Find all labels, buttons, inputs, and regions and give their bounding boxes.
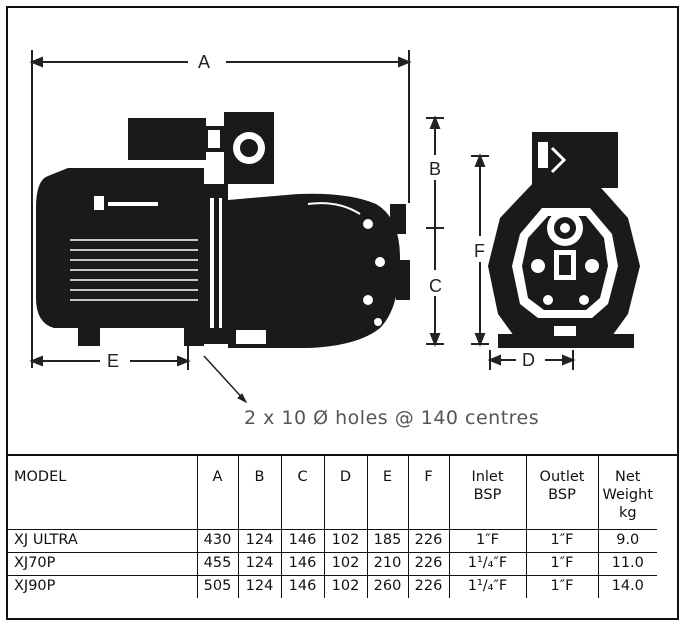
dimension-b-c: [426, 115, 444, 347]
header-e: E: [367, 456, 409, 530]
header-text: D: [339, 469, 352, 485]
cell-a: 505: [197, 575, 239, 598]
cell-d: 102: [324, 529, 368, 553]
cell-d: 102: [324, 552, 368, 576]
cell-model: XJ90P: [8, 575, 198, 598]
cell-inlet: 1″F: [449, 529, 527, 553]
header-text: BSP: [548, 487, 576, 503]
pump-side-view: [36, 112, 410, 348]
cell-a: 430: [197, 529, 239, 553]
cell-f: 226: [408, 529, 450, 553]
cell-c: 146: [281, 552, 325, 576]
cell-c: 146: [281, 575, 325, 598]
label-d: D: [522, 350, 535, 370]
dimension-d: [487, 350, 576, 370]
cell-f: 226: [408, 575, 450, 598]
cell-d: 102: [324, 575, 368, 598]
header-text: Weight: [602, 487, 654, 503]
mounting-holes-caption: 2 x 10 Ø holes @ 140 centres: [244, 407, 540, 429]
dimension-e: [29, 338, 248, 404]
cell-e: 210: [367, 552, 409, 576]
cell-f: 226: [408, 552, 450, 576]
cell-weight: 14.0: [611, 577, 644, 594]
header-text: MODEL: [14, 469, 67, 485]
header-b: B: [238, 456, 282, 530]
label-b: B: [429, 159, 441, 179]
header-text: E: [382, 469, 393, 485]
table-row: XJ ULTRA 430 124 146 102 185 226 1″F 1″F…: [8, 529, 657, 553]
cell-inlet: 1¹/₄″F: [449, 575, 527, 598]
cell-b: 124: [238, 529, 282, 553]
cell-model: XJ70P: [8, 552, 198, 576]
header-text: F: [424, 469, 433, 485]
cell-a: 455: [197, 552, 239, 576]
table-row: XJ70P 455 124 146 102 210 226 1¹/₄″F 1″F…: [8, 552, 657, 576]
header-text: B: [254, 469, 265, 485]
pump-dimension-drawing: A E B: [8, 8, 677, 456]
header-text: kg: [618, 505, 637, 521]
cell-model: XJ ULTRA: [8, 529, 198, 553]
header-a: A: [197, 456, 239, 530]
label-c: C: [429, 276, 442, 296]
header-text: BSP: [473, 487, 502, 503]
label-a: A: [198, 52, 210, 72]
cell-inlet: 1¹/₄″F: [449, 552, 527, 576]
cell-weight: 11.0: [598, 552, 657, 576]
pump-front-view: [488, 132, 640, 348]
cell-b: 124: [238, 552, 282, 576]
header-text: Outlet: [539, 469, 585, 485]
cell-outlet: 1″F: [526, 529, 599, 553]
dimension-f: [471, 153, 489, 347]
header-text: Inlet: [471, 469, 504, 485]
header-d: D: [324, 456, 368, 530]
cell-c: 146: [281, 529, 325, 553]
header-c: C: [281, 456, 325, 530]
header-text: Net: [615, 469, 641, 485]
label-f: F: [474, 241, 485, 261]
cell-e: 185: [367, 529, 409, 553]
table-row: XJ90P 505 124 146 102 260 226 1¹/₄″F 1″F…: [8, 575, 657, 598]
spec-sheet: A E B: [6, 6, 679, 620]
pump-drawing-svg: A E B: [29, 50, 640, 404]
header-f: F: [408, 456, 450, 530]
cell-weight: 9.0: [598, 529, 657, 553]
dimension-a: [29, 50, 412, 368]
cell-b: 124: [238, 575, 282, 598]
header-text: A: [212, 469, 223, 485]
cell-outlet: 1″F: [526, 552, 599, 576]
header-text: C: [297, 469, 308, 485]
label-e: E: [107, 351, 119, 371]
header-model: MODEL: [8, 456, 198, 530]
cell-outlet: 1″F: [526, 575, 599, 598]
cell-e: 260: [367, 575, 409, 598]
